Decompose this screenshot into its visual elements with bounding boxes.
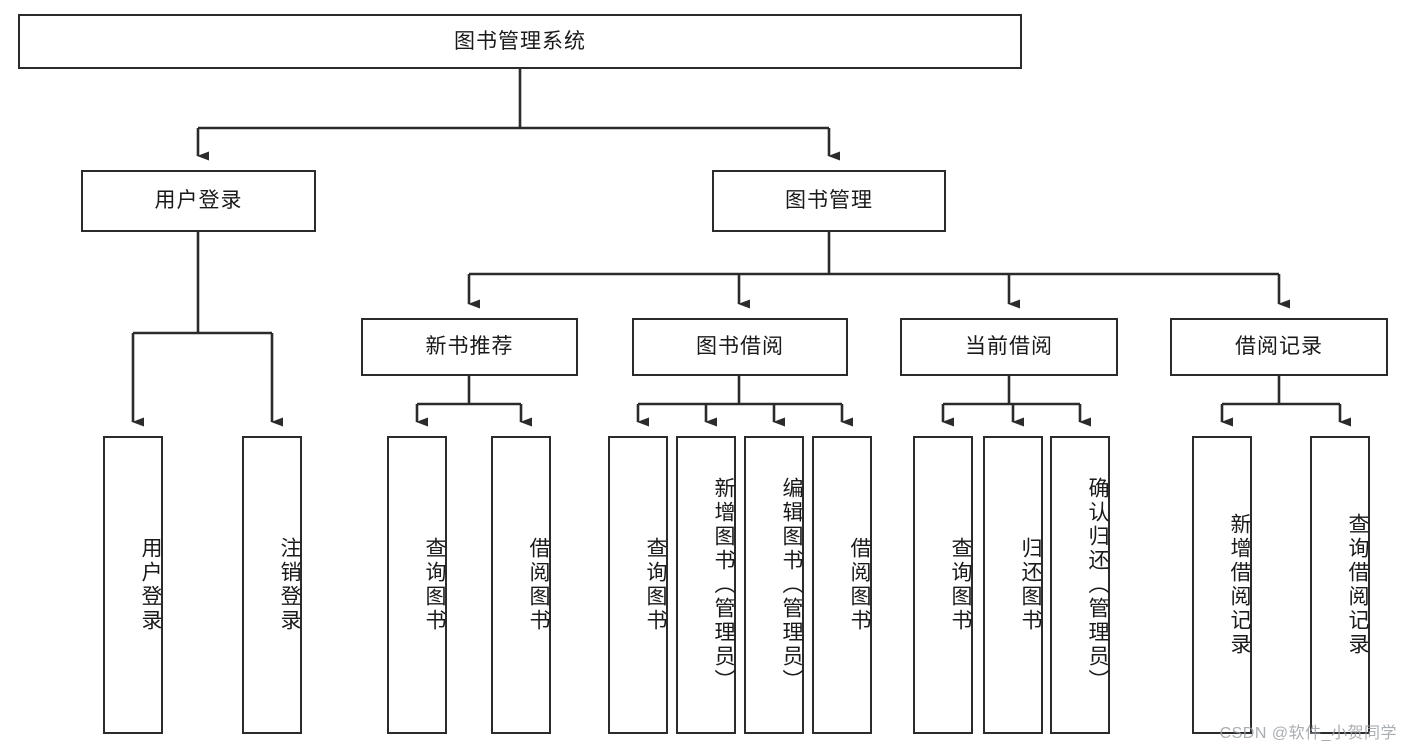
leaf-recommend-query-book[interactable]: 查询图书 xyxy=(387,436,447,734)
node-label: 新增借阅记录 xyxy=(1228,513,1251,657)
node-current-borrow[interactable]: 当前借阅 xyxy=(900,318,1118,376)
node-label: 借阅图书 xyxy=(527,537,550,633)
leaf-borrow-edit-book-admin[interactable]: 编辑图书（管理员） xyxy=(744,436,804,734)
node-borrow-records[interactable]: 借阅记录 xyxy=(1170,318,1388,376)
node-label: 用户登录 xyxy=(154,189,243,213)
node-label: 确认归还（管理员） xyxy=(1086,477,1109,693)
node-label: 借阅图书 xyxy=(848,537,871,633)
node-label: 图书管理 xyxy=(785,189,873,213)
node-label: 借阅记录 xyxy=(1235,335,1323,359)
leaf-borrow-borrow-book[interactable]: 借阅图书 xyxy=(812,436,872,734)
node-label: 图书借阅 xyxy=(696,335,784,359)
node-new-book-recommend[interactable]: 新书推荐 xyxy=(361,318,578,376)
leaf-borrow-add-book-admin[interactable]: 新增图书（管理员） xyxy=(676,436,736,734)
leaf-records-query-record[interactable]: 查询借阅记录 xyxy=(1310,436,1370,734)
node-label: 查询图书 xyxy=(644,537,667,633)
node-label: 图书管理系统 xyxy=(454,29,586,53)
leaf-current-query-book[interactable]: 查询图书 xyxy=(913,436,973,734)
node-user-login[interactable]: 用户登录 xyxy=(81,170,316,232)
node-label: 新书推荐 xyxy=(425,335,514,359)
node-book-borrow[interactable]: 图书借阅 xyxy=(632,318,848,376)
leaf-current-return-book[interactable]: 归还图书 xyxy=(983,436,1043,734)
node-label: 新增图书（管理员） xyxy=(712,477,735,693)
node-book-management[interactable]: 图书管理 xyxy=(712,170,946,232)
node-root-system[interactable]: 图书管理系统 xyxy=(18,14,1022,69)
leaf-records-add-record[interactable]: 新增借阅记录 xyxy=(1192,436,1252,734)
node-label: 编辑图书（管理员） xyxy=(780,477,803,693)
node-label: 查询借阅记录 xyxy=(1346,513,1369,657)
leaf-user-login-logout[interactable]: 注销登录 xyxy=(242,436,302,734)
leaf-user-login-login[interactable]: 用户登录 xyxy=(103,436,163,734)
node-label: 归还图书 xyxy=(1019,537,1042,633)
node-label: 查询图书 xyxy=(423,537,446,633)
node-label: 查询图书 xyxy=(949,537,972,633)
node-label: 注销登录 xyxy=(278,537,301,633)
leaf-recommend-borrow-book[interactable]: 借阅图书 xyxy=(491,436,551,734)
leaf-current-confirm-return-admin[interactable]: 确认归还（管理员） xyxy=(1050,436,1110,734)
csdn-watermark: CSDN @软件_小贺同学 xyxy=(1219,725,1397,742)
node-label: 用户登录 xyxy=(139,537,162,633)
leaf-borrow-query-book[interactable]: 查询图书 xyxy=(608,436,668,734)
node-label: 当前借阅 xyxy=(965,335,1053,359)
